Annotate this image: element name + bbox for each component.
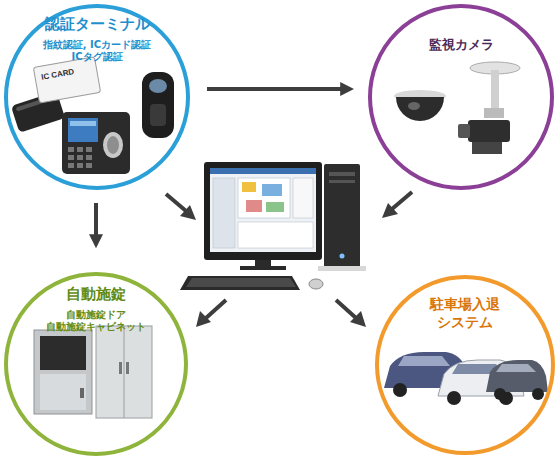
fingerprint-terminal bbox=[62, 112, 130, 174]
pc-arrows bbox=[166, 192, 412, 327]
circle-title: 監視カメラ bbox=[401, 37, 521, 53]
text-group: 自動施錠自動施錠ドア 自動施錠キャビネット bbox=[36, 285, 156, 334]
text-group: 駐車場入退 システム bbox=[415, 296, 515, 331]
parking-circle: 駐車場入退 システム bbox=[374, 274, 556, 456]
flow-arrow bbox=[94, 203, 98, 237]
circle-ring bbox=[377, 277, 553, 453]
ic-card bbox=[33, 57, 100, 103]
car-grey bbox=[486, 360, 548, 400]
cylinder-reader bbox=[142, 72, 174, 138]
circle-subtitle: 指紋認証, ICカード認証 ICタグ認証 bbox=[27, 39, 167, 64]
circle-ring bbox=[6, 274, 186, 454]
circle-title: 認証ターミナル bbox=[27, 15, 167, 34]
text-group: 認証ターミナル指紋認証, ICカード認証 ICタグ認証 bbox=[27, 15, 167, 64]
flow-arrow bbox=[207, 87, 343, 91]
circle-title: 駐車場入退 システム bbox=[415, 296, 515, 331]
circle-subtitle: 自動施錠ドア 自動施錠キャビネット bbox=[36, 309, 156, 334]
circle-ring bbox=[6, 6, 188, 188]
text-group: 監視カメラ bbox=[401, 37, 521, 53]
ceiling-camera bbox=[458, 62, 520, 154]
lock-circle: 自動施錠自動施錠ドア 自動施錠キャビネット bbox=[3, 271, 189, 457]
auto-lock-door bbox=[34, 330, 92, 414]
dome-camera bbox=[394, 90, 446, 121]
terminal-circle: 認証ターミナル指紋認証, ICカード認証 ICタグ認証 bbox=[3, 3, 191, 191]
computer bbox=[180, 162, 366, 290]
auto-lock-cabinet bbox=[96, 326, 152, 418]
circle-outline bbox=[367, 3, 555, 191]
circle-title: 自動施錠 bbox=[36, 285, 156, 304]
circle-ring bbox=[370, 6, 552, 188]
camera-circle: 監視カメラ bbox=[367, 3, 555, 191]
